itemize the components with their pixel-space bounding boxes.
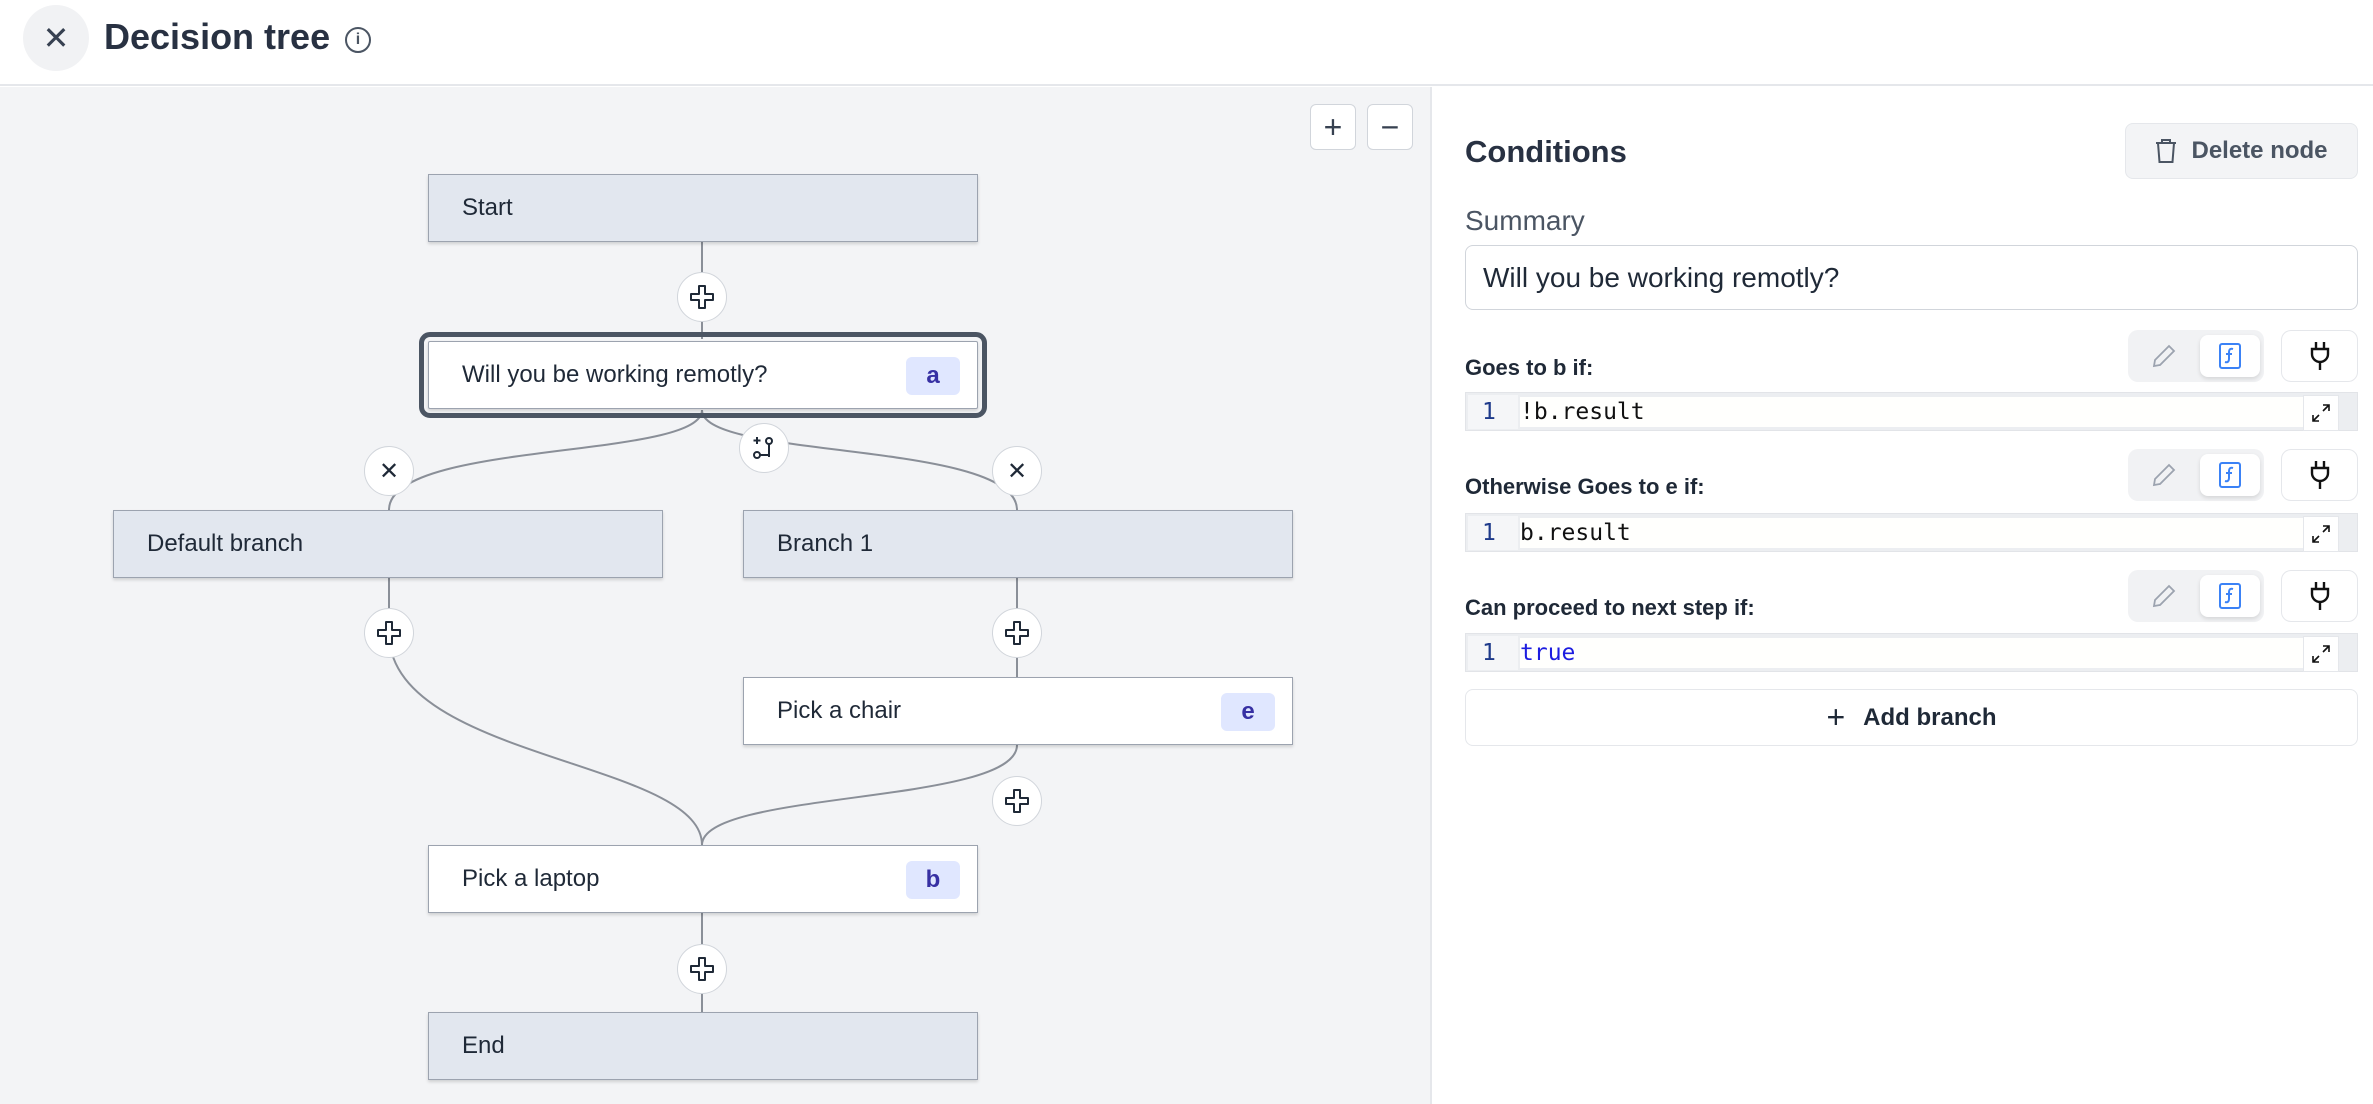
expand-button[interactable] [2303, 636, 2339, 672]
condition-label: Goes to b if: [1465, 355, 1594, 380]
git-branch-plus-icon [753, 437, 773, 459]
formula-mode-button[interactable] [2200, 335, 2260, 377]
close-icon: ✕ [1006, 457, 1028, 485]
plug-icon [2310, 342, 2329, 370]
connector [701, 744, 1018, 846]
add-branch-label: Add branch [1863, 703, 1997, 731]
code-editor[interactable]: 1 true [1465, 633, 2358, 672]
node-question[interactable]: Will you be working remotly? a [419, 332, 987, 418]
pencil-icon [2152, 344, 2176, 368]
mode-toggle[interactable] [2128, 570, 2264, 622]
expand-button[interactable] [2303, 516, 2339, 552]
function-icon [2219, 462, 2241, 488]
add-branch-node-button[interactable] [739, 423, 789, 473]
flow-canvas[interactable] [0, 87, 1432, 1104]
expand-button[interactable] [2303, 395, 2339, 431]
add-step-button[interactable] [992, 608, 1042, 658]
add-step-button[interactable] [364, 608, 414, 658]
delete-node-button[interactable]: Delete node [2125, 123, 2358, 179]
connect-button[interactable] [2281, 330, 2358, 382]
expand-icon [2312, 404, 2330, 422]
node-label: Start [462, 194, 513, 221]
plus-icon [690, 285, 714, 309]
remove-branch-button[interactable]: ✕ [364, 446, 414, 496]
node-badge: b [906, 861, 960, 899]
node-branch-1[interactable]: Branch 1 [743, 510, 1293, 578]
close-icon: ✕ [42, 20, 70, 56]
condition-label: Otherwise Goes to e if: [1465, 474, 1705, 499]
condition-label: Can proceed to next step if: [1465, 595, 1755, 620]
pencil-icon [2152, 463, 2176, 487]
node-default-branch[interactable]: Default branch [113, 510, 663, 578]
plus-icon [690, 957, 714, 981]
code-text[interactable]: true [1520, 638, 2337, 668]
expand-icon [2312, 525, 2330, 543]
function-icon [2219, 583, 2241, 609]
node-start[interactable]: Start [428, 174, 978, 242]
line-number: 1 [1468, 636, 1518, 670]
plug-icon [2310, 582, 2329, 610]
formula-mode-button[interactable] [2200, 575, 2260, 617]
code-text[interactable]: b.result [1520, 518, 2337, 548]
header: ✕ Decision tree i [0, 0, 2373, 86]
delete-node-label: Delete node [2191, 137, 2328, 164]
summary-input[interactable] [1465, 245, 2358, 310]
connector [388, 577, 703, 846]
node-badge: e [1221, 693, 1275, 731]
plus-icon [1005, 789, 1029, 813]
node-label: Pick a laptop [462, 865, 600, 892]
plus-icon [1005, 621, 1029, 645]
add-step-button[interactable] [677, 944, 727, 994]
node-pick-chair[interactable]: Pick a chair e [743, 677, 1293, 745]
line-number: 1 [1468, 516, 1518, 550]
connect-button[interactable] [2281, 570, 2358, 622]
node-label: End [462, 1032, 505, 1059]
pencil-icon [2152, 584, 2176, 608]
close-button[interactable]: ✕ [23, 5, 89, 71]
code-editor[interactable]: 1 b.result [1465, 513, 2358, 552]
summary-label: Summary [1465, 205, 1585, 236]
code-editor[interactable]: 1 !b.result [1465, 392, 2358, 431]
trash-icon [2156, 139, 2177, 163]
code-text[interactable]: !b.result [1520, 397, 2337, 427]
expand-icon [2312, 645, 2330, 663]
add-step-button[interactable] [677, 272, 727, 322]
add-branch-button[interactable]: + Add branch [1465, 689, 2358, 746]
connector [388, 409, 703, 511]
close-icon: ✕ [378, 457, 400, 485]
plus-icon: + [1826, 699, 1846, 735]
node-pick-laptop[interactable]: Pick a laptop b [428, 845, 978, 913]
plus-icon [377, 621, 401, 645]
text-mode-button[interactable] [2134, 575, 2194, 617]
mode-toggle[interactable] [2128, 449, 2264, 501]
connect-button[interactable] [2281, 449, 2358, 501]
mode-toggle[interactable] [2128, 330, 2264, 382]
node-end[interactable]: End [428, 1012, 978, 1080]
panel-title: Conditions [1465, 134, 1627, 169]
page-title: Decision tree [104, 16, 331, 57]
function-icon [2219, 343, 2241, 369]
remove-branch-button[interactable]: ✕ [992, 446, 1042, 496]
info-icon[interactable]: i [345, 27, 371, 53]
node-label: Pick a chair [777, 697, 902, 724]
text-mode-button[interactable] [2134, 335, 2194, 377]
node-badge: a [906, 357, 960, 395]
node-label: Branch 1 [777, 530, 874, 557]
add-step-button[interactable] [992, 776, 1042, 826]
formula-mode-button[interactable] [2200, 454, 2260, 496]
zoom-in-button[interactable]: + [1310, 104, 1356, 150]
line-number: 1 [1468, 395, 1518, 429]
node-label: Default branch [147, 530, 304, 557]
zoom-out-button[interactable]: − [1367, 104, 1413, 150]
text-mode-button[interactable] [2134, 454, 2194, 496]
node-label: Will you be working remotly? [462, 361, 768, 388]
plug-icon [2310, 461, 2329, 489]
